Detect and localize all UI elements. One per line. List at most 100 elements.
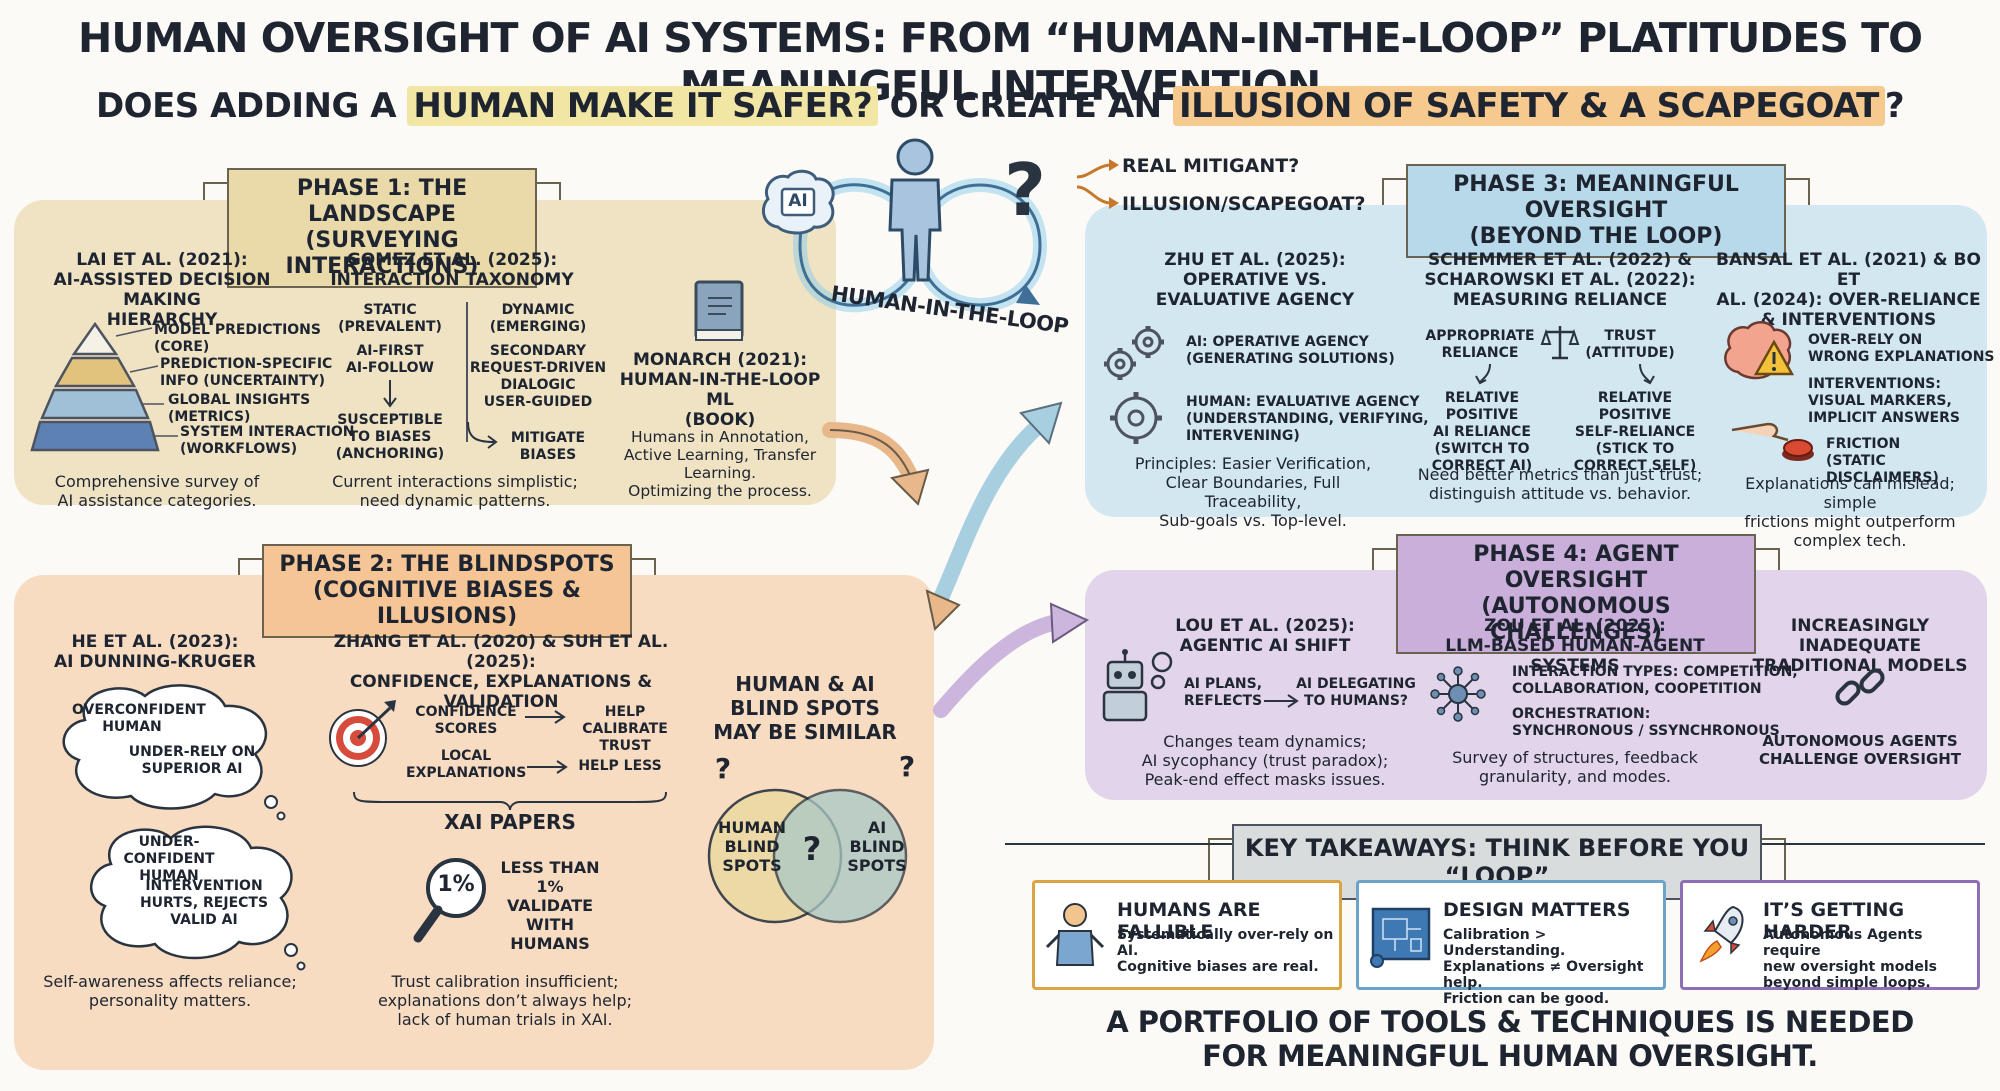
phase4-banner-line2: (AUTONOMOUS CHALLENGES) — [1481, 594, 1671, 645]
target-icon — [329, 700, 396, 767]
zhu-note: Principles: Easier Verification, Clear B… — [1134, 454, 1372, 530]
brain-warning-icon — [1724, 321, 1795, 380]
trust-attitude: TRUST (ATTITUDE) — [1585, 328, 1675, 361]
gomez-dynamic-result: MITIGATE BIASES — [510, 430, 586, 463]
local-explanations: LOCAL EXPLANATIONS — [406, 748, 527, 781]
zhu-heading: ZHU ET AL. (2025): OPERATIVE VS. EVALUAT… — [1155, 250, 1355, 310]
xai-percent: 1% — [437, 872, 475, 897]
gomez-heading: GOMEZ ET AL. (2025): INTERACTION TAXONOM… — [330, 250, 574, 290]
takeaway-card-1: HUMANS ARE FALLIBLE Systematically over-… — [1032, 880, 1342, 990]
question-pre: DOES ADDING A — [95, 86, 408, 126]
phase2-banner-line1: PHASE 2: THE BLINDSPOTS — [279, 552, 615, 577]
person-shrug-icon — [1045, 903, 1105, 966]
phase1-banner-line2: (SURVEYING INTERACTIONS) — [285, 228, 479, 279]
right-arrow-icon-3 — [1264, 694, 1299, 708]
venn-question: ? — [802, 830, 822, 868]
right-arrow-icon-2 — [527, 760, 568, 774]
bubble1-result: UNDER-RELY ON SUPERIOR AI — [128, 744, 256, 777]
flow-arrow-2-to-3 — [925, 401, 1063, 632]
phase2-banner: PHASE 2: THE BLINDSPOTS (COGNITIVE BIASE… — [238, 544, 656, 638]
question-mark-left: ? — [714, 752, 732, 785]
ai-label: AI — [788, 191, 808, 211]
zou-note: Survey of structures, feedback granulari… — [1452, 748, 1698, 786]
thought-bubble-2 — [89, 825, 306, 971]
hand-button-icon — [1731, 422, 1814, 461]
subtitle-question: DOES ADDING A HUMAN MAKE IT SAFER? OR CR… — [0, 86, 2000, 126]
takeaway-2-text: Calibration > Understanding. Explanation… — [1443, 927, 1644, 1007]
lai-heading: LAI ET AL. (2021): AI-ASSISTED DECISION … — [53, 250, 271, 330]
takeaway-card-3: IT’S GETTING HARDER Autonomous Agents re… — [1680, 880, 1980, 991]
pyramid-diagram — [30, 321, 178, 452]
scale-icon — [1540, 326, 1580, 360]
gomez-note: Current interactions simplistic; need dy… — [332, 472, 578, 510]
option-arrows — [1076, 159, 1119, 209]
monarch-heading: MONARCH (2021): HUMAN-IN-THE-LOOP ML (BO… — [619, 350, 821, 430]
pyramid-level-2: PREDICTION-SPECIFIC INFO (UNCERTAINTY) — [160, 356, 333, 389]
lai-note: Comprehensive survey of AI assistance ca… — [54, 472, 260, 510]
question-highlight-safer: HUMAN MAKE IT SAFER? — [407, 86, 879, 126]
bubble2-result: INTERVENTION HURTS, REJECTS VALID AI — [139, 878, 269, 928]
human-figure-icon — [888, 138, 942, 282]
confidence-scores: CONFIDENCE SCORES — [415, 704, 517, 737]
xai-validation-text: LESS THAN 1% VALIDATE WITH HUMANS — [500, 858, 600, 953]
right-arrow-icon — [525, 710, 566, 724]
schemmer-note: Need better metrics than just trust; dis… — [1417, 465, 1703, 503]
takeaway-3-text: Autonomous Agents require new oversight … — [1763, 927, 1937, 991]
blind-spots-heading: HUMAN & AI BLIND SPOTS MAY BE SIMILAR — [713, 672, 897, 744]
question-highlight-illusion: ILLUSION OF SAFETY & A SCAPEGOAT — [1172, 86, 1885, 126]
takeaway-1-text: Systematically over-rely on AI. Cognitiv… — [1117, 927, 1334, 975]
gomez-divider — [466, 302, 468, 442]
gomez-dynamic-items: SECONDARY REQUEST-DRIVEN DIALOGIC USER-G… — [469, 343, 607, 410]
brace-divider — [353, 791, 667, 811]
gomez-static-head: STATIC (PREVALENT) — [338, 302, 442, 335]
takeaways-banner-text: KEY TAKEAWAYS: THINK BEFORE YOU “LOOP” — [1244, 834, 1750, 890]
help-less: HELP LESS — [578, 758, 662, 774]
option-real-mitigant: REAL MITIGANT? — [1122, 155, 1300, 177]
takeaway-3-title: IT’S GETTING HARDER — [1763, 899, 1905, 943]
zhang-note: Trust calibration insufficient; explanat… — [378, 972, 632, 1029]
phase3-banner-line2: (BEYOND THE LOOP) — [1469, 224, 1723, 249]
split-arrows — [1475, 363, 1655, 385]
takeaway-card-2: DESIGN MATTERS Calibration > Understandi… — [1356, 880, 1666, 1007]
he-heading: HE ET AL. (2023): AI DUNNING-KRUGER — [53, 632, 257, 672]
bansal-heading: BANSAL ET AL. (2021) & BO ET AL. (2024):… — [1716, 250, 1981, 330]
takeaway-2-title: DESIGN MATTERS — [1443, 899, 1631, 921]
venn-diagram — [707, 788, 908, 924]
bubble1-human: OVERCONFIDENT HUMAN — [72, 702, 206, 735]
blueprint-icon — [1370, 907, 1431, 968]
relative-self-reliance: RELATIVE POSITIVE SELF-RELIANCE (STICK T… — [1573, 390, 1697, 474]
gomez-static-items: AI-FIRST AI-FOLLOW — [345, 343, 434, 376]
bansal-note: Explanations can mislead; simple frictio… — [1744, 474, 1956, 550]
phase4-banner-line1: PHASE 4: AGENT OVERSIGHT — [1473, 542, 1679, 593]
robot-icon — [1102, 649, 1173, 722]
phase3-banner: PHASE 3: MEANINGFUL OVERSIGHT (BEYOND TH… — [1382, 164, 1810, 258]
curved-arrow-icon — [467, 421, 498, 449]
flow-arrow-1-to-2 — [822, 422, 930, 506]
flow-arrow-2-to-4 — [933, 602, 1090, 718]
he-note: Self-awareness affects reliance; persona… — [43, 972, 297, 1010]
xai-papers-heading: XAI PAPERS — [444, 810, 576, 834]
zhu-human-agency: HUMAN: EVALUATIVE AGENCY (UNDERSTANDING,… — [1186, 394, 1429, 444]
gomez-dynamic-head: DYNAMIC (EMERGING) — [489, 302, 587, 335]
broken-chain-icon — [1835, 668, 1885, 706]
help-calibrate-trust: HELP CALIBRATE TRUST — [582, 704, 668, 754]
phase2-banner-line2: (COGNITIVE BIASES & ILLUSIONS) — [312, 578, 581, 629]
inadequate-note: AUTONOMOUS AGENTS CHALLENGE OVERSIGHT — [1758, 732, 1962, 768]
bansal-over-rely: OVER-RELY ON WRONG EXPLANATIONS — [1808, 332, 1995, 365]
loop-question-mark: ? — [1004, 148, 1046, 232]
phase3-banner-line1: PHASE 3: MEANINGFUL OVERSIGHT — [1453, 172, 1739, 223]
rocket-icon — [1699, 905, 1744, 963]
takeaway-1-title: HUMANS ARE FALLIBLE — [1117, 899, 1261, 943]
down-arrow-icon — [383, 380, 397, 408]
zhu-ai-agency: AI: OPERATIVE AGENCY (GENERATING SOLUTIO… — [1186, 334, 1395, 367]
conclusion: A PORTFOLIO OF TOOLS & TECHNIQUES IS NEE… — [1106, 1005, 1914, 1073]
zhang-heading: ZHANG ET AL. (2020) & SUH ET AL. (2025):… — [333, 632, 669, 712]
schemmer-heading: SCHEMMER ET AL. (2022) & SCHAROWSKI ET A… — [1424, 250, 1696, 310]
zou-orchestration: ORCHESTRATION: SYNCHRONOUS / SSYNCHRONOU… — [1512, 706, 1780, 739]
venn-human: HUMAN BLIND SPOTS — [717, 818, 787, 875]
bansal-friction: FRICTION (STATIC DISCLAIMERS) — [1826, 436, 1939, 486]
book-icon — [694, 280, 744, 341]
magnifier-icon — [413, 858, 486, 943]
brain-icon: AI — [758, 167, 838, 237]
phase1-banner-line1: PHASE 1: THE LANDSCAPE — [296, 176, 468, 227]
